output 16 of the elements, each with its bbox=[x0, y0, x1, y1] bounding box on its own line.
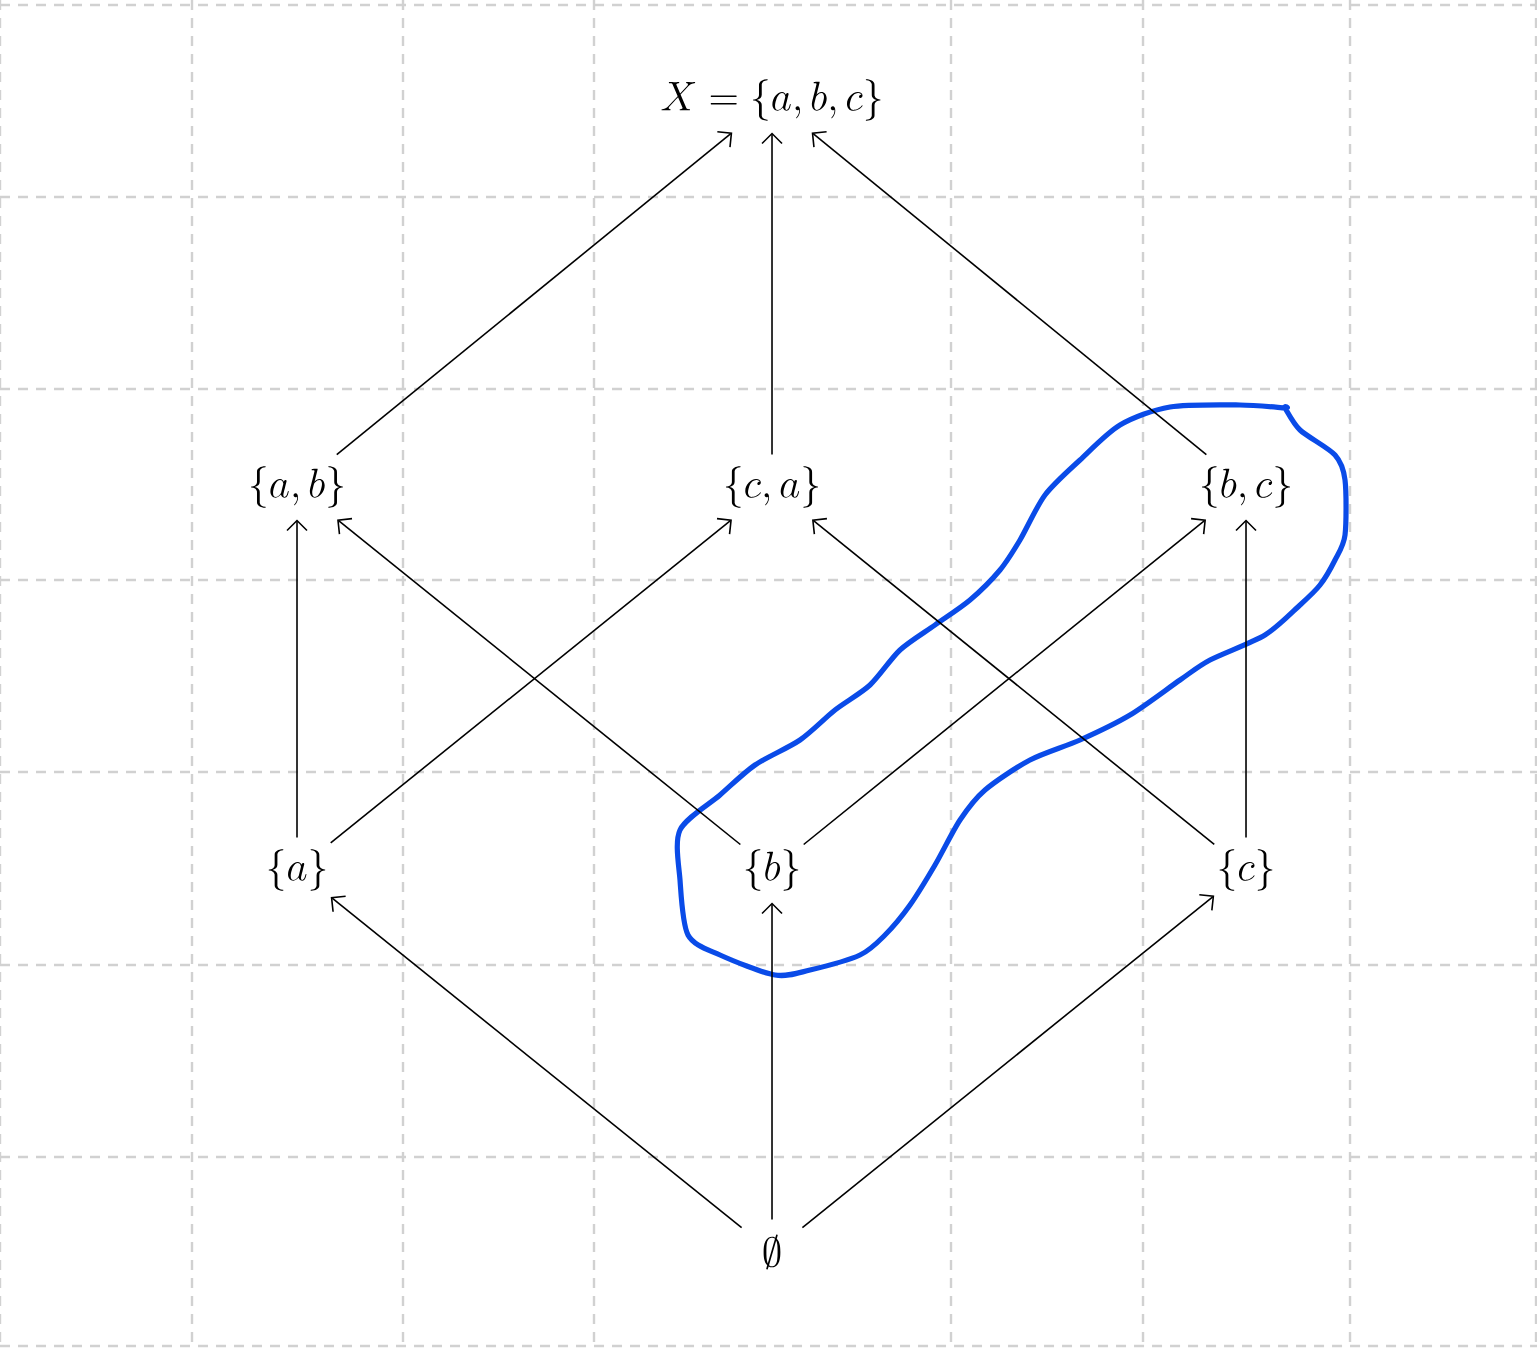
arrow bbox=[811, 130, 1208, 456]
arrow bbox=[1235, 519, 1257, 839]
arrow bbox=[761, 902, 783, 1221]
set-label: $\{a\}$ bbox=[268, 849, 326, 891]
arrow bbox=[801, 893, 1215, 1229]
set-label: $\{a, b\}$ bbox=[251, 466, 343, 508]
arrow bbox=[335, 130, 733, 456]
arrow bbox=[761, 132, 783, 456]
arrow bbox=[286, 519, 308, 839]
set-label: $\{c\}$ bbox=[1219, 849, 1273, 891]
set-label: $\{b\}$ bbox=[745, 849, 799, 891]
arrow bbox=[330, 895, 743, 1229]
set-label: $\{c, a\}$ bbox=[725, 466, 819, 508]
set-label: $\emptyset$ bbox=[763, 1234, 781, 1270]
set-label: $X = \{a, b, c\}$ bbox=[661, 79, 881, 121]
set-label: $\{b, c\}$ bbox=[1201, 466, 1290, 508]
